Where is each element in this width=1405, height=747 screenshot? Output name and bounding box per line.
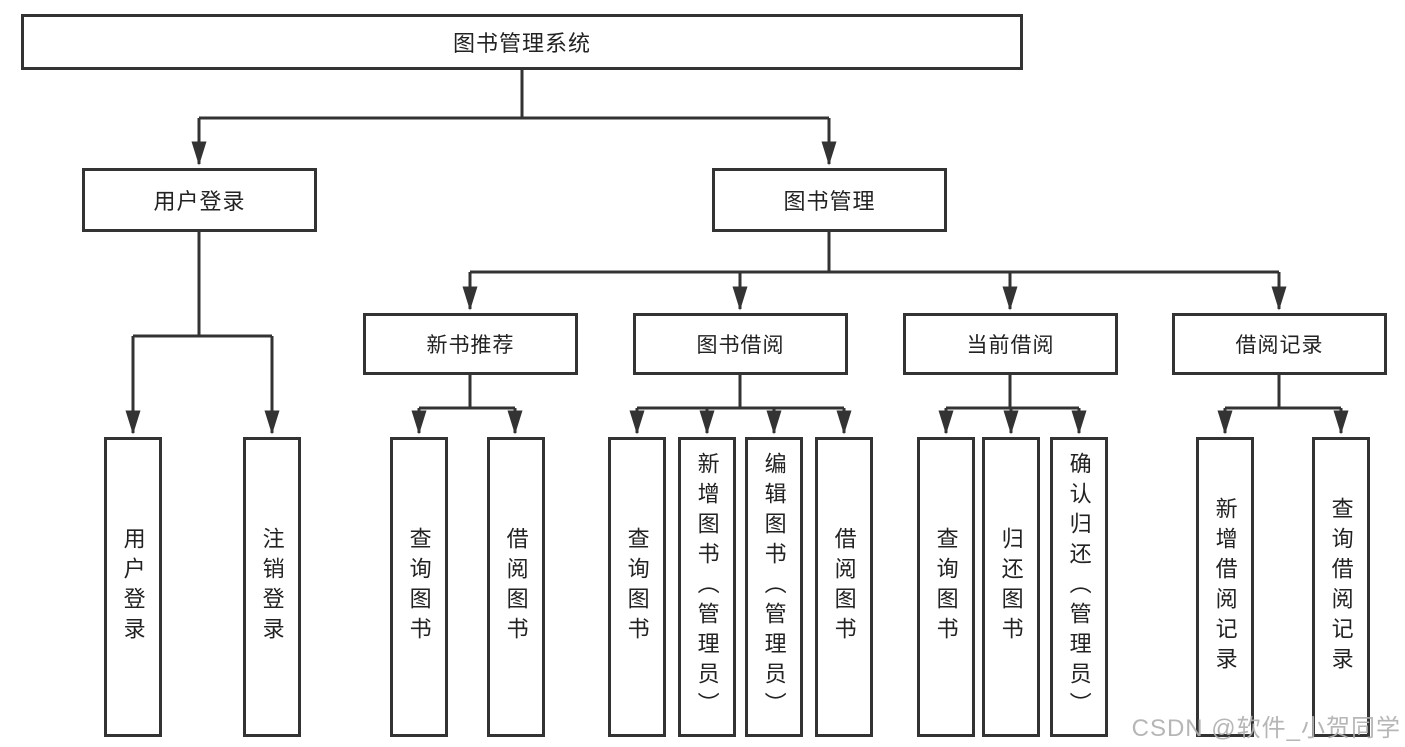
node-label: 借阅图书 <box>503 527 529 647</box>
node-library-management-system: 图书管理系统 <box>21 14 1023 70</box>
node-label: 当前借阅 <box>966 334 1055 357</box>
node-label: 编辑图书（管理员） <box>761 452 787 722</box>
node-label: 图书借阅 <box>696 334 785 357</box>
node-label: 用户登录 <box>120 527 146 647</box>
leaf-query-borrow-record: 查询借阅记录 <box>1312 437 1370 737</box>
leaf-add-book-admin: 新增图书（管理员） <box>678 437 736 737</box>
node-borrowing-records: 借阅记录 <box>1172 313 1387 375</box>
node-label: 用户登录 <box>153 189 246 214</box>
node-label: 查询图书 <box>406 527 432 647</box>
leaf-query-books-recommend: 查询图书 <box>390 437 448 737</box>
node-label: 图书管理系统 <box>452 31 591 56</box>
leaf-edit-book-admin: 编辑图书（管理员） <box>745 437 803 737</box>
node-book-borrowing: 图书借阅 <box>633 313 848 375</box>
leaf-confirm-return-admin: 确认归还（管理员） <box>1050 437 1108 737</box>
csdn-watermark: CSDN @软件_小贺同学 <box>1131 715 1401 742</box>
node-current-borrowing: 当前借阅 <box>903 313 1118 375</box>
node-label: 查询图书 <box>624 527 650 647</box>
node-label: 图书管理 <box>783 189 876 214</box>
node-label: 新书推荐 <box>426 334 515 357</box>
leaf-borrow-books-recommend: 借阅图书 <box>487 437 545 737</box>
node-label: 归还图书 <box>998 527 1024 647</box>
leaf-query-books-borrowing: 查询图书 <box>608 437 666 737</box>
node-label: 新增借阅记录 <box>1212 497 1238 677</box>
leaf-return-book: 归还图书 <box>982 437 1040 737</box>
leaf-query-books-current: 查询图书 <box>917 437 975 737</box>
node-label: 注销登录 <box>259 527 285 647</box>
node-label: 新增图书（管理员） <box>694 452 720 722</box>
node-book-management-branch: 图书管理 <box>712 168 947 232</box>
node-label: 借阅记录 <box>1235 334 1324 357</box>
leaf-add-borrow-record: 新增借阅记录 <box>1196 437 1254 737</box>
node-label: 确认归还（管理员） <box>1066 452 1092 722</box>
leaf-user-login: 用户登录 <box>104 437 162 737</box>
node-new-book-recommendation: 新书推荐 <box>363 313 578 375</box>
leaf-borrow-books-borrowing: 借阅图书 <box>815 437 873 737</box>
node-label: 借阅图书 <box>831 527 857 647</box>
node-label: 查询借阅记录 <box>1328 497 1354 677</box>
node-label: 查询图书 <box>933 527 959 647</box>
node-user-login-branch: 用户登录 <box>82 168 317 232</box>
leaf-logout: 注销登录 <box>243 437 301 737</box>
